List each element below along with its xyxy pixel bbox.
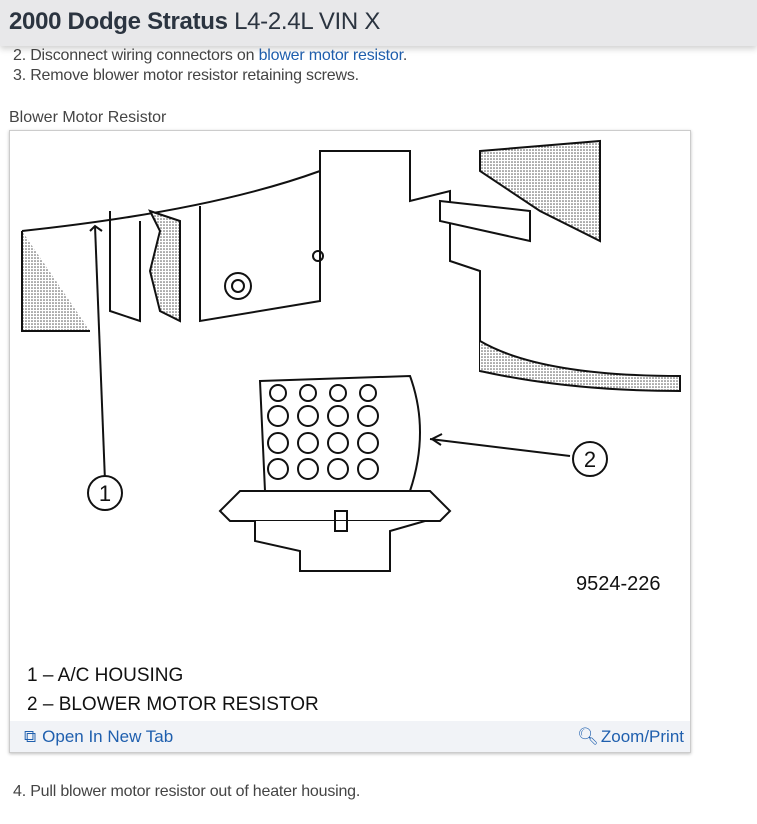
open-new-tab-icon: ⧉ [24,727,37,746]
figure-caption: Blower Motor Resistor [9,109,167,126]
step-2-suffix: . [402,47,408,64]
blower-motor-resistor-illustration: 1 2 [21,139,681,572]
page-title: 2000 Dodge Stratus L4-2.4L VIN X [9,8,380,36]
vehicle-name: 2000 Dodge Stratus [9,8,228,35]
zoom-print-label: Zoom/Print [600,727,684,746]
figure-number: 9524-226 [576,573,661,595]
step-4: 4. Pull blower motor resistor out of hea… [13,783,361,800]
page-header: 2000 Dodge Stratus L4-2.4L VIN X [0,0,757,46]
step-2: 2. Disconnect wiring connectors on blowe… [13,47,407,65]
open-in-new-tab-label: Open In New Tab [42,727,174,746]
callout-1: 1 [99,481,111,506]
step-3: 3. Remove blower motor resistor retainin… [13,67,359,84]
legend-item-1: 1 – A/C HOUSING [27,665,184,686]
figure-card: 1 2 9524-226 1 – A/C HOUSING 2 – BLOWER … [9,130,691,753]
blower-motor-resistor-link[interactable]: blower motor resistor [258,47,403,64]
engine-spec: L4-2.4L VIN X [234,8,381,35]
zoom-print-link[interactable]: 🔍︎Zoom/Print [577,727,684,747]
legend-item-2: 2 – BLOWER MOTOR RESISTOR [27,694,319,715]
figure-toolbar: ⧉ Open In New Tab 🔍︎Zoom/Print [10,721,690,752]
open-in-new-tab-link[interactable]: ⧉ Open In New Tab [24,727,173,747]
ac-housing-drawing [21,139,681,572]
callout-2: 2 [584,447,596,472]
zoom-magnifier-icon: 🔍︎ [577,727,599,746]
step-2-text: 2. Disconnect wiring connectors on [13,47,259,64]
